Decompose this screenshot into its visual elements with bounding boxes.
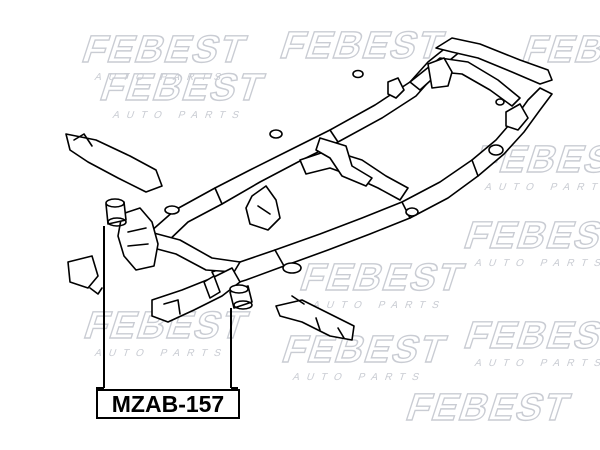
watermark-brand: FEBEST — [77, 29, 253, 71]
front-bumper-bar — [435, 37, 553, 85]
watermark-mid-left: FEBEST AUTO PARTS — [94, 66, 271, 121]
bushing-rear — [105, 198, 127, 227]
watermark-top-left: FEBEST AUTO PARTS — [76, 28, 253, 83]
watermark-tagline: AUTO PARTS — [483, 182, 600, 193]
watermark-bottom-center: FEBEST AUTO PARTS — [276, 328, 453, 383]
watermark-tagline: AUTO PARTS — [93, 348, 229, 359]
watermark-brand: FEBEST — [401, 387, 577, 429]
front-bracket-left — [427, 57, 453, 89]
lower-link-assembly — [275, 299, 355, 341]
watermark-top-center: FEBEST — [274, 24, 451, 67]
watermark-brand: FEBEST — [277, 329, 453, 371]
watermark-brand: FEBEST — [95, 67, 271, 109]
watermark-tagline: AUTO PARTS — [311, 300, 447, 311]
watermark-tagline: AUTO PARTS — [473, 358, 600, 369]
front-bracket-right — [505, 103, 529, 131]
watermark-mid-right: FEBEST AUTO PARTS — [458, 214, 600, 269]
watermark-brand: FEBEST — [459, 315, 600, 357]
watermark-brand: FEBEST — [295, 257, 471, 299]
rear-shackle-assembly — [117, 207, 159, 271]
transmission-crossmember — [315, 137, 373, 187]
frame-bracket — [245, 185, 281, 231]
bushing-front — [229, 284, 253, 310]
watermark-center: FEBEST AUTO PARTS — [294, 256, 471, 311]
watermark-brand: FEBEST — [459, 215, 600, 257]
watermark-brand: FEBEST — [275, 25, 451, 67]
rear-crossmember — [145, 231, 241, 273]
rear-lower-bracket — [67, 255, 99, 289]
part-number-label: MZAB-157 — [96, 389, 240, 419]
watermark-bottom-right: FEBEST AUTO PARTS — [458, 314, 600, 369]
callout-leaders — [96, 226, 238, 389]
watermark-tagline: AUTO PARTS — [291, 372, 427, 383]
watermark-lower-right: FEBEST — [400, 386, 577, 429]
right-side-rail — [211, 87, 553, 289]
watermark-tagline: AUTO PARTS — [111, 110, 247, 121]
rear-spring-hanger — [65, 133, 163, 193]
watermark-tagline: AUTO PARTS — [93, 72, 229, 83]
watermark-tagline: AUTO PARTS — [473, 258, 600, 269]
